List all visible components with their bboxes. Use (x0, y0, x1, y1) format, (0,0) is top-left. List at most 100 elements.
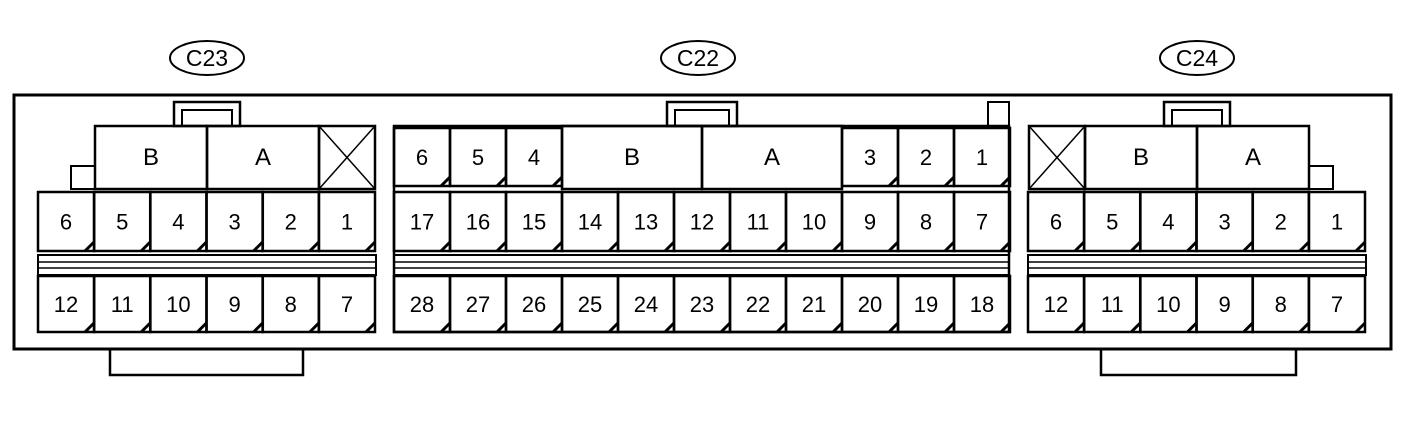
c24-pin-number: 1 (1331, 210, 1343, 235)
c22-pin-notch (775, 240, 788, 253)
c22-pin-number: 3 (864, 145, 876, 170)
c23-pin-number: 11 (111, 292, 134, 317)
c23-pin-notch (308, 321, 320, 334)
c22-pin-notch (719, 321, 732, 334)
c22-pin-notch (719, 240, 732, 253)
c22-pin-number: 5 (472, 145, 484, 170)
c24-lock-tab (1162, 100, 1232, 128)
c22-pin-number: 20 (858, 292, 882, 317)
c22-pin-notch (439, 240, 452, 253)
c23-pin-notch (364, 240, 377, 253)
c22-pin-number: 19 (914, 292, 938, 317)
c23-pin-number: 8 (285, 292, 297, 317)
c22-pin-notch (551, 321, 564, 334)
c23-label: C23 (186, 45, 228, 71)
c22-pin-notch (663, 240, 676, 253)
c22-pin-notch (999, 175, 1012, 188)
c24-pin-notch (1186, 321, 1198, 334)
c23-pin-notch (196, 321, 208, 334)
c23-pin-number: 12 (54, 292, 78, 317)
c22-pin-number: 23 (690, 292, 714, 317)
c22-pin-notch (999, 240, 1012, 253)
c22-pin-notch (999, 321, 1012, 334)
c24-divider (1027, 254, 1367, 276)
c24-pin-notch (1130, 321, 1142, 334)
c24-side-latch (1308, 165, 1334, 190)
c23-pin-notch (364, 321, 377, 334)
c24-pin-number: 4 (1162, 210, 1174, 235)
housing-outline (12, 93, 1393, 351)
c24-pin-notch (1242, 321, 1254, 334)
c22-pin-notch (439, 175, 452, 188)
c22-pin-notch (439, 321, 452, 334)
c22-pin-number: 6 (416, 145, 428, 170)
c23-pin-cavity (317, 190, 377, 253)
c23-pin-number: 2 (285, 210, 297, 235)
c22-pin-number: 9 (864, 210, 876, 235)
c22-pin-number: 17 (410, 210, 434, 235)
c22-lock-tab (665, 100, 739, 128)
c23-pin-notch (140, 240, 152, 253)
c23-block-a-label: A (255, 144, 271, 171)
c22-pin-notch (887, 240, 900, 253)
c22-pin-cavity (952, 274, 1012, 334)
c22-corner-tab (987, 101, 1010, 127)
c22-pin-notch (551, 240, 564, 253)
c23-lock-tab (172, 100, 242, 128)
c22-lock-tab-inner (674, 109, 730, 127)
c22-pin-notch (607, 321, 620, 334)
c23-pin-number: 7 (341, 292, 353, 317)
c23-pin-notch (83, 240, 96, 253)
c23-lock-tab-inner (181, 109, 233, 127)
c24-blank-cross (1028, 125, 1086, 190)
c22-pin-cavity (952, 190, 1012, 253)
c23-bottom-tab (108, 349, 305, 377)
c22-pin-notch (495, 240, 508, 253)
c23-block-b-label: B (143, 144, 159, 171)
c24-pin-notch (1354, 321, 1367, 334)
c22-pin-number: 18 (970, 292, 994, 317)
c23-pin-notch (252, 321, 264, 334)
c24-pin-number: 10 (1156, 292, 1180, 317)
c22-pin-number: 16 (466, 210, 490, 235)
c23-pin-cavity (317, 274, 377, 334)
c23-pin-number: 4 (172, 210, 184, 235)
c22-block-a-label: A (764, 144, 780, 171)
c23-pin-number: 6 (60, 210, 72, 235)
c22-pin-number: 28 (410, 292, 434, 317)
c24-pin-notch (1130, 240, 1142, 253)
c22-pin-number: 27 (466, 292, 490, 317)
c22-pin-number: 7 (976, 210, 988, 235)
c22-block-b-label: B (624, 144, 640, 171)
c22-label-oval (660, 40, 736, 76)
c22-pin-number: 4 (528, 145, 540, 170)
c24-lock-tab-inner (1171, 109, 1223, 127)
c24-pin-number: 2 (1275, 210, 1287, 235)
c24-block-a (1195, 124, 1311, 191)
c24-pin-number: 3 (1218, 210, 1230, 235)
c22-divider (393, 254, 1010, 276)
c23-side-latch (70, 165, 96, 190)
c22-pin-notch (943, 175, 956, 188)
c22-pin-number: 10 (802, 210, 826, 235)
c22-pin-notch (663, 321, 676, 334)
c22-pin-number: 26 (522, 292, 546, 317)
c24-pin-notch (1242, 240, 1254, 253)
c24-pin-notch (1298, 321, 1310, 334)
c23-pin-notch (252, 240, 264, 253)
c22-pin-number: 11 (747, 210, 770, 235)
c24-block-b-label: B (1133, 144, 1149, 171)
c22-pin-notch (495, 321, 508, 334)
c22-pin-number: 2 (920, 145, 932, 170)
c24-pin-number: 8 (1275, 292, 1287, 317)
c22-pin-notch (831, 321, 844, 334)
c24-pin-number: 11 (1101, 292, 1124, 317)
c22-pin-number: 21 (802, 292, 826, 317)
c22-pin-number: 15 (522, 210, 546, 235)
c23-pin-number: 10 (166, 292, 190, 317)
c22-pin-number: 12 (690, 210, 714, 235)
c22-pin-notch (943, 321, 956, 334)
